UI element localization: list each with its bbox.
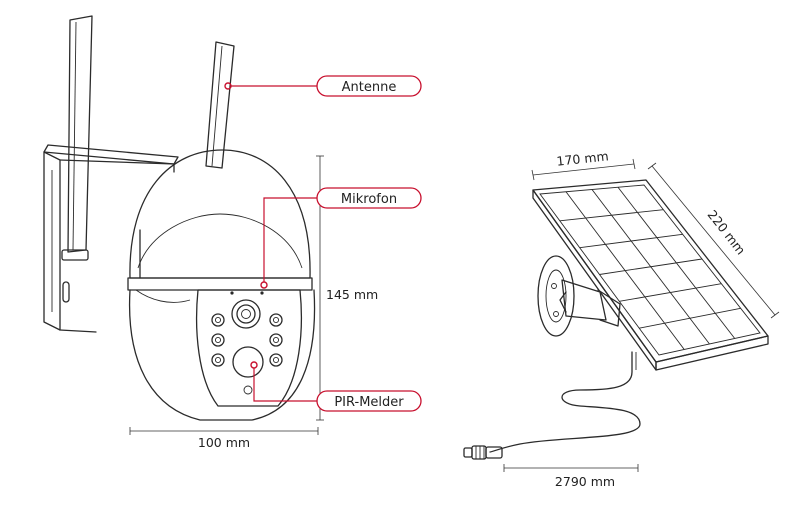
callout-antenna: Antenne: [224, 75, 422, 97]
camera-height-label: 145 mm: [326, 287, 378, 302]
dc-plug: [463, 445, 503, 460]
panel-height-label: 220 mm: [705, 207, 749, 257]
panel-cell-line: [599, 258, 703, 275]
panel-wall-bracket: [537, 255, 621, 337]
panel-width-label: 170 mm: [556, 148, 609, 168]
right-antenna: [205, 41, 235, 169]
panel-cell-line: [559, 209, 664, 222]
panel-cell-line: [579, 233, 683, 249]
camera-head: [128, 289, 316, 421]
cable-length-label: 2790 mm: [555, 474, 615, 489]
pir-sensor: [232, 346, 264, 378]
camera-width-label: 100 mm: [198, 435, 250, 450]
camera-lens: [231, 299, 261, 329]
callout-microphone: Mikrofon: [260, 187, 422, 289]
left-antenna: [67, 15, 93, 253]
camera-dome: [129, 149, 311, 279]
camera-illustration: [43, 15, 316, 421]
solar-panel-cells: [559, 186, 741, 350]
ir-leds: [211, 313, 283, 367]
cable: [489, 351, 641, 453]
antenna-label: Antenne: [342, 80, 397, 95]
solar-panel: [532, 179, 769, 371]
panel-height-dimension: [647, 162, 780, 319]
panel-cell-line: [639, 307, 741, 329]
microphone-label: Mikrofon: [341, 192, 397, 207]
solar-panel-illustration: [463, 179, 769, 460]
panel-cell-line: [619, 283, 722, 302]
camera-width-dimension: [129, 427, 319, 435]
panel-width-dimension: [531, 158, 636, 181]
cable-length-dimension: [503, 464, 639, 472]
pir-sensor-label: PIR-Melder: [334, 395, 404, 410]
lens-face-plate: [195, 289, 302, 407]
callout-pir-sensor: PIR-Melder: [250, 361, 422, 412]
